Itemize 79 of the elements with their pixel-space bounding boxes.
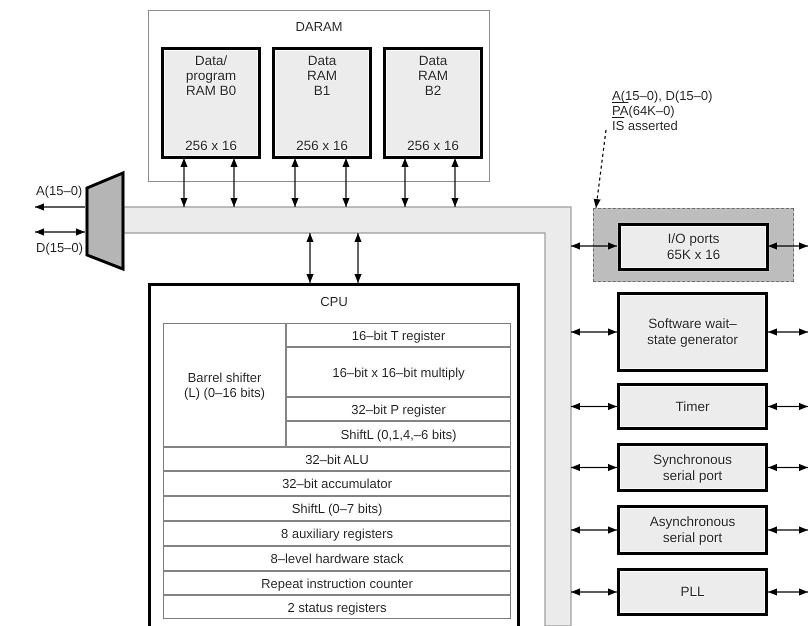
arrow	[451, 158, 459, 207]
annotation-text: IS asserted	[612, 118, 678, 133]
arrow	[342, 158, 350, 207]
arrow	[768, 328, 808, 336]
cell-label: 32–bit P register	[351, 402, 446, 416]
arrow	[571, 526, 617, 534]
arrow	[180, 158, 188, 207]
register-cell	[286, 397, 511, 421]
arrow	[571, 588, 617, 596]
block-label: Data RAM B2	[418, 53, 448, 98]
cell-label: Barrel shifter (L) (0–16 bits)	[183, 370, 266, 400]
edge-label: A(15–0)	[36, 183, 82, 198]
register-cell	[163, 546, 511, 571]
arrow	[354, 233, 362, 283]
peripheral-box	[617, 443, 768, 492]
register-cell	[286, 323, 511, 347]
block-label: Data/ program RAM B0	[186, 53, 236, 98]
memory-block	[272, 47, 372, 159]
arrow	[571, 402, 617, 410]
register-cell	[163, 521, 511, 546]
cell-label: ShiftL (0,1,4,–6 bits)	[340, 426, 456, 442]
memory-block	[161, 47, 261, 159]
register-cell	[163, 496, 511, 521]
cell-label: 32–bit accumulator	[282, 476, 392, 491]
dashed-arrow	[594, 130, 607, 208]
size-label: 256 x 16	[185, 138, 237, 153]
arrow	[230, 158, 238, 207]
arrow	[768, 402, 808, 410]
register-cell	[163, 323, 286, 447]
block-label: I/O ports	[668, 231, 720, 247]
peripheral-box	[617, 568, 768, 616]
register-cell	[163, 595, 511, 619]
group-title: DARAM	[296, 20, 342, 34]
cell-label: 8 auxiliary registers	[281, 526, 393, 541]
block-label: Data RAM B1	[307, 53, 337, 98]
register-cell	[163, 571, 511, 595]
edge-label: D(15–0)	[36, 240, 83, 255]
cell-label: Repeat instruction counter	[261, 576, 413, 590]
block-label: PLL	[680, 584, 705, 600]
cpu-block	[148, 283, 520, 626]
size-label: 256 x 16	[407, 138, 459, 153]
peripheral-box	[618, 223, 769, 271]
arrow	[768, 464, 808, 472]
peripheral-box	[617, 505, 768, 555]
cell-label: 16–bit T register	[352, 328, 446, 342]
memory-group-box	[148, 10, 490, 182]
arrow	[571, 464, 617, 472]
register-cell	[163, 471, 511, 496]
arrow	[768, 588, 808, 596]
arrow	[768, 242, 808, 250]
arrow	[571, 242, 617, 250]
arrow	[291, 158, 299, 207]
arrow	[571, 328, 617, 336]
arrow	[35, 203, 85, 211]
block-label: 65K x 16	[666, 247, 720, 263]
annotation-text: PA(64K–0)	[612, 103, 675, 118]
arrow	[401, 158, 409, 207]
block-label: Timer	[676, 398, 710, 414]
cell-label: 32–bit ALU	[305, 452, 369, 466]
arrow	[306, 233, 314, 283]
cell-label: 2 status registers	[288, 600, 386, 614]
cell-label: 8–level hardware stack	[270, 551, 404, 566]
memory-block	[383, 47, 483, 159]
arrow	[768, 526, 808, 534]
arrow	[35, 228, 85, 236]
size-label: 256 x 16	[296, 138, 348, 153]
annotation-text: A(15–0), D(15–0)	[612, 88, 712, 103]
cell-label: 16–bit x 16–bit multiply	[332, 364, 465, 380]
register-cell	[286, 421, 511, 447]
block-label: Software wait–state generator	[646, 316, 739, 348]
peripheral-box	[617, 292, 768, 372]
block-title: CPU	[320, 295, 348, 309]
block-label: Asynchronous serial port	[648, 514, 736, 546]
register-cell	[163, 447, 511, 471]
peripheral-box	[617, 383, 768, 430]
cell-label: ShiftL (0–7 bits)	[292, 501, 382, 516]
highlight-region	[593, 208, 794, 282]
register-cell	[286, 347, 511, 397]
block-label: Synchronous serial port	[652, 452, 733, 484]
